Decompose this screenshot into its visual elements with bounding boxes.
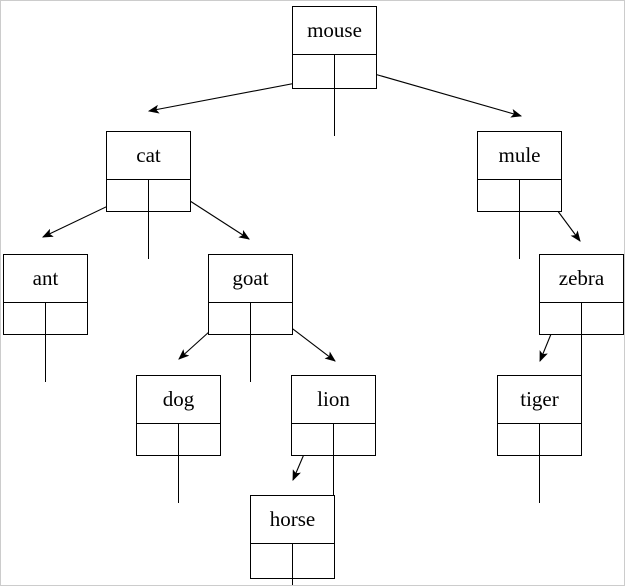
node-right-pointer-horse[interactable]: [293, 544, 335, 585]
node-pointers-mule: [478, 180, 561, 259]
node-label-goat: goat: [209, 255, 292, 303]
tree-node-goat[interactable]: goat: [208, 254, 293, 382]
node-pointers-dog: [137, 424, 220, 503]
node-pointers-cat: [107, 180, 190, 259]
node-pointers-lion: [292, 424, 375, 503]
node-label-horse: horse: [251, 496, 334, 544]
node-right-pointer-cat[interactable]: [149, 180, 191, 259]
node-label-cat: cat: [107, 132, 190, 180]
tree-node-dog[interactable]: dog: [136, 375, 221, 503]
node-right-pointer-lion[interactable]: [334, 424, 376, 503]
node-label-dog: dog: [137, 376, 220, 424]
node-left-pointer-cat[interactable]: [107, 180, 149, 259]
tree-node-mule[interactable]: mule: [477, 131, 562, 259]
node-right-pointer-dog[interactable]: [179, 424, 221, 503]
node-right-pointer-mouse[interactable]: [335, 55, 377, 136]
tree-edge-mouse-to-mule: [356, 68, 523, 118]
node-label-mule: mule: [478, 132, 561, 180]
node-label-zebra: zebra: [540, 255, 623, 303]
node-right-pointer-ant[interactable]: [46, 303, 88, 382]
node-left-pointer-zebra[interactable]: [540, 303, 582, 382]
tree-node-mouse[interactable]: mouse: [292, 6, 377, 136]
node-right-pointer-mule[interactable]: [520, 180, 562, 259]
node-label-ant: ant: [4, 255, 87, 303]
node-pointers-mouse: [293, 55, 376, 136]
node-left-pointer-mule[interactable]: [478, 180, 520, 259]
node-left-pointer-ant[interactable]: [4, 303, 46, 382]
node-left-pointer-tiger[interactable]: [498, 424, 540, 503]
node-left-pointer-dog[interactable]: [137, 424, 179, 503]
tree-node-horse[interactable]: horse: [250, 495, 335, 585]
tree-node-cat[interactable]: cat: [106, 131, 191, 259]
node-label-tiger: tiger: [498, 376, 581, 424]
node-pointers-goat: [209, 303, 292, 382]
tree-node-zebra[interactable]: zebra: [539, 254, 624, 382]
node-right-pointer-zebra[interactable]: [582, 303, 624, 382]
node-label-mouse: mouse: [293, 7, 376, 55]
node-left-pointer-goat[interactable]: [209, 303, 251, 382]
node-right-pointer-goat[interactable]: [251, 303, 293, 382]
node-label-lion: lion: [292, 376, 375, 424]
tree-node-lion[interactable]: lion: [291, 375, 376, 503]
node-pointers-zebra: [540, 303, 623, 382]
node-left-pointer-lion[interactable]: [292, 424, 334, 503]
node-left-pointer-horse[interactable]: [251, 544, 293, 585]
tree-node-ant[interactable]: ant: [3, 254, 88, 382]
node-right-pointer-tiger[interactable]: [540, 424, 582, 503]
tree-node-tiger[interactable]: tiger: [497, 375, 582, 503]
node-left-pointer-mouse[interactable]: [293, 55, 335, 136]
node-pointers-horse: [251, 544, 335, 585]
node-pointers-ant: [4, 303, 87, 382]
node-pointers-tiger: [498, 424, 581, 503]
